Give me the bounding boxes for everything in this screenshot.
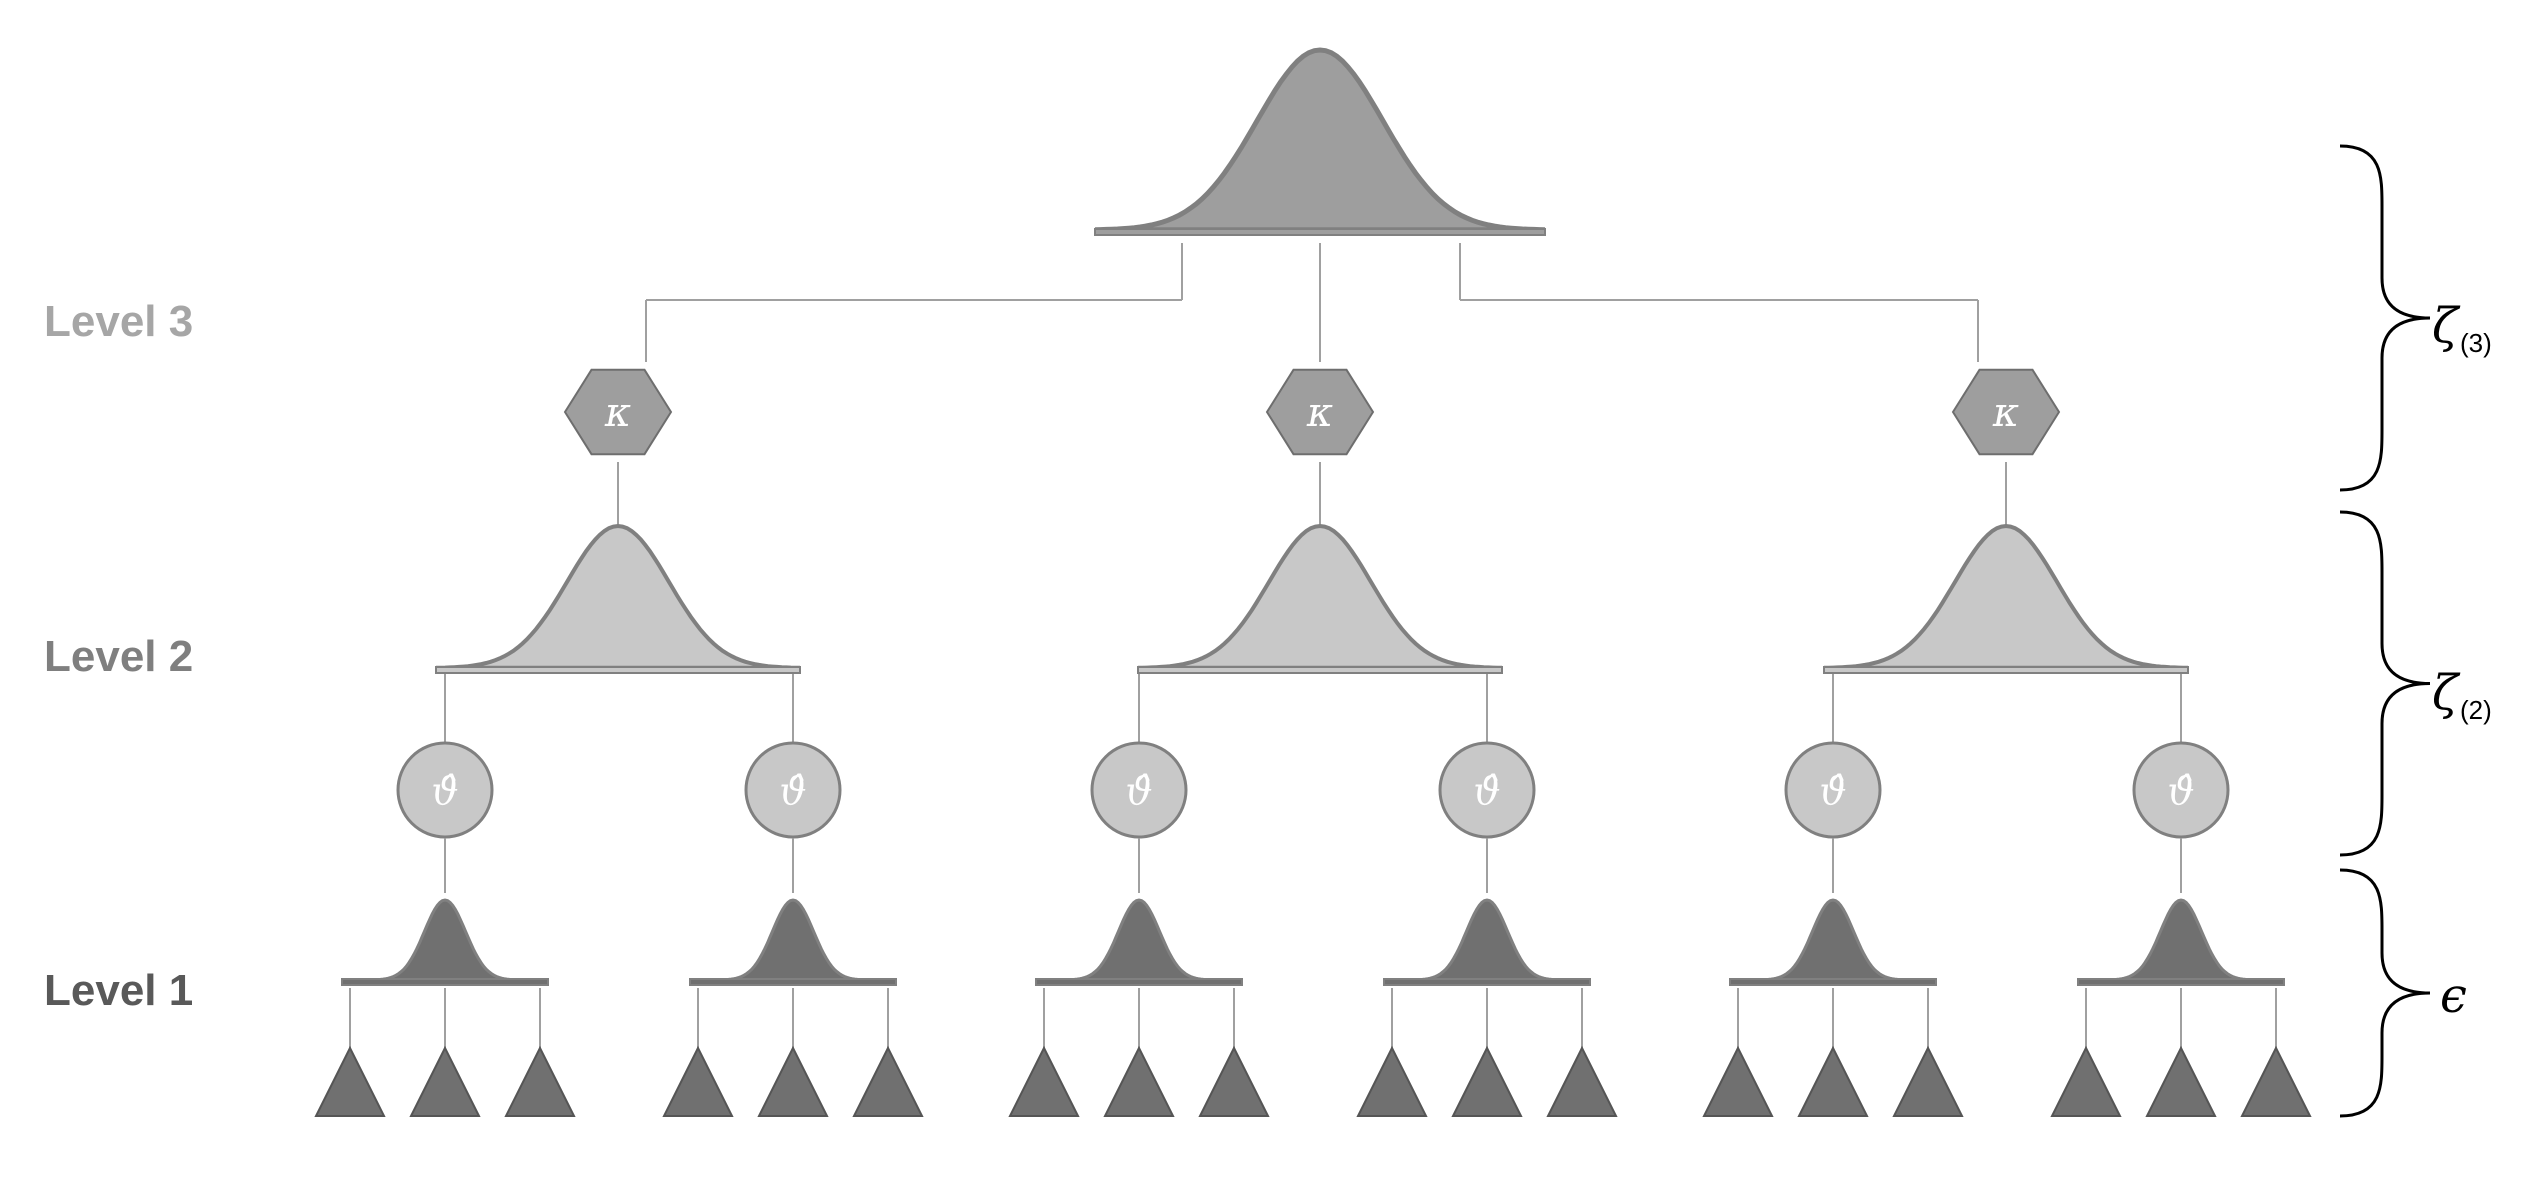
level2-distribution-1: [435, 523, 801, 670]
level1-distribution-4-base: [1383, 978, 1591, 986]
level1-distribution-4: [1384, 898, 1590, 982]
theta-node-1: [396, 741, 494, 839]
brace-level-3: [2339, 144, 2431, 492]
brace-level-1: [2339, 868, 2431, 1118]
level-2-label: Level 2: [44, 632, 194, 681]
observation-2-3: [852, 1045, 924, 1117]
level2-distribution-3-base: [1823, 666, 2189, 674]
kappa-node-1-symbol: κ: [604, 390, 631, 436]
level2-distribution-1-base: [435, 666, 801, 674]
observation-4-2: [1451, 1045, 1523, 1117]
theta-node-5: [1784, 741, 1882, 839]
top-distribution-base: [1094, 228, 1546, 236]
observation-4-3: [1546, 1045, 1618, 1117]
observation-6-1: [2050, 1045, 2122, 1117]
observation-1-3: [504, 1045, 576, 1117]
observation-6-2: [2145, 1045, 2217, 1117]
observation-4-1: [1356, 1045, 1428, 1117]
level-3-label: Level 3: [44, 297, 194, 346]
kappa-node-1: [563, 368, 673, 456]
kappa-node-3-symbol: κ: [1992, 390, 2019, 436]
level1-distribution-6-base: [2077, 978, 2285, 986]
level1-distribution-1: [342, 898, 548, 982]
theta-node-2-symbol: ϑ̂: [779, 769, 806, 813]
observation-3-1: [1008, 1045, 1080, 1117]
theta-node-6: [2132, 741, 2230, 839]
epsilon-label: ϵ: [2440, 968, 2469, 1024]
zeta-3-subscript: (3): [2460, 328, 2492, 358]
theta-node-6-symbol: ϑ̂: [2167, 769, 2194, 813]
observation-6-3: [2240, 1045, 2312, 1117]
observation-5-2: [1797, 1045, 1869, 1117]
theta-node-1-symbol: ϑ̂: [431, 769, 458, 813]
kappa-node-2: [1265, 368, 1375, 456]
zeta-2-label: ζ(2): [2432, 665, 2492, 725]
level1-distribution-3: [1036, 898, 1242, 982]
observation-1-2: [409, 1045, 481, 1117]
level1-distribution-5: [1730, 898, 1936, 982]
theta-node-2: [744, 741, 842, 839]
level1-distribution-2-base: [689, 978, 897, 986]
observation-3-2: [1103, 1045, 1175, 1117]
observation-5-3: [1892, 1045, 1964, 1117]
theta-node-3-symbol: ϑ̂: [1125, 769, 1152, 813]
observation-3-3: [1198, 1045, 1270, 1117]
level-1-label: Level 1: [44, 966, 194, 1015]
observation-1-1: [314, 1045, 386, 1117]
level2-distribution-3: [1823, 523, 2189, 670]
level1-distribution-2: [690, 898, 896, 982]
level2-distribution-2-base: [1137, 666, 1503, 674]
top-distribution: [1094, 47, 1546, 233]
zeta-3-symbol: ζ: [2432, 298, 2459, 354]
kappa-node-2-symbol: κ: [1306, 390, 1333, 436]
brace-level-2: [2339, 510, 2431, 857]
level1-distribution-6: [2078, 898, 2284, 982]
level2-distribution-2: [1137, 523, 1503, 670]
observation-2-1: [662, 1045, 734, 1117]
theta-node-3: [1090, 741, 1188, 839]
zeta-3-label: ζ(3): [2432, 298, 2492, 358]
zeta-2-symbol: ζ: [2432, 665, 2459, 721]
level1-distribution-1-base: [341, 978, 549, 986]
theta-node-4-symbol: ϑ̂: [1473, 769, 1500, 813]
theta-node-4: [1438, 741, 1536, 839]
level1-distribution-5-base: [1729, 978, 1937, 986]
epsilon-symbol: ϵ: [2440, 968, 2467, 1024]
level1-distribution-3-base: [1035, 978, 1243, 986]
observation-2-2: [757, 1045, 829, 1117]
observation-5-1: [1702, 1045, 1774, 1117]
zeta-2-subscript: (2): [2460, 695, 2492, 725]
theta-node-5-symbol: ϑ̂: [1819, 769, 1846, 813]
kappa-node-3: [1951, 368, 2061, 456]
